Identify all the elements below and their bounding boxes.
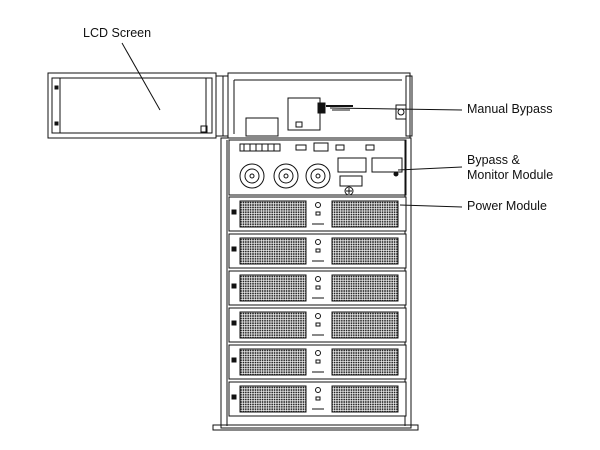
power-module-label: Power Module [467, 199, 547, 213]
power-module-6 [228, 381, 407, 417]
bypass-monitor-label-line-2: Monitor Module [467, 168, 554, 182]
power-module-3 [228, 270, 407, 306]
lcd-screen-label: LCD Screen [83, 26, 152, 40]
bypass-monitor-module [228, 139, 407, 196]
bypass-monitor-label-line-1: Bypass & [467, 153, 520, 167]
bypass-monitor-module-label: Bypass & Monitor Module [467, 153, 553, 183]
power-module-leader-line [399, 204, 463, 208]
lcd-door [47, 72, 231, 139]
lcd-leader-line [121, 42, 161, 111]
bypass-monitor-leader-line [397, 166, 463, 171]
top-section [227, 72, 413, 139]
manual-bypass-label: Manual Bypass [467, 102, 553, 116]
manual-bypass-leader-line [329, 107, 463, 111]
power-module-2 [228, 233, 407, 269]
power-module-1 [228, 196, 407, 232]
power-module-4 [228, 307, 407, 343]
power-module-5 [228, 344, 407, 380]
